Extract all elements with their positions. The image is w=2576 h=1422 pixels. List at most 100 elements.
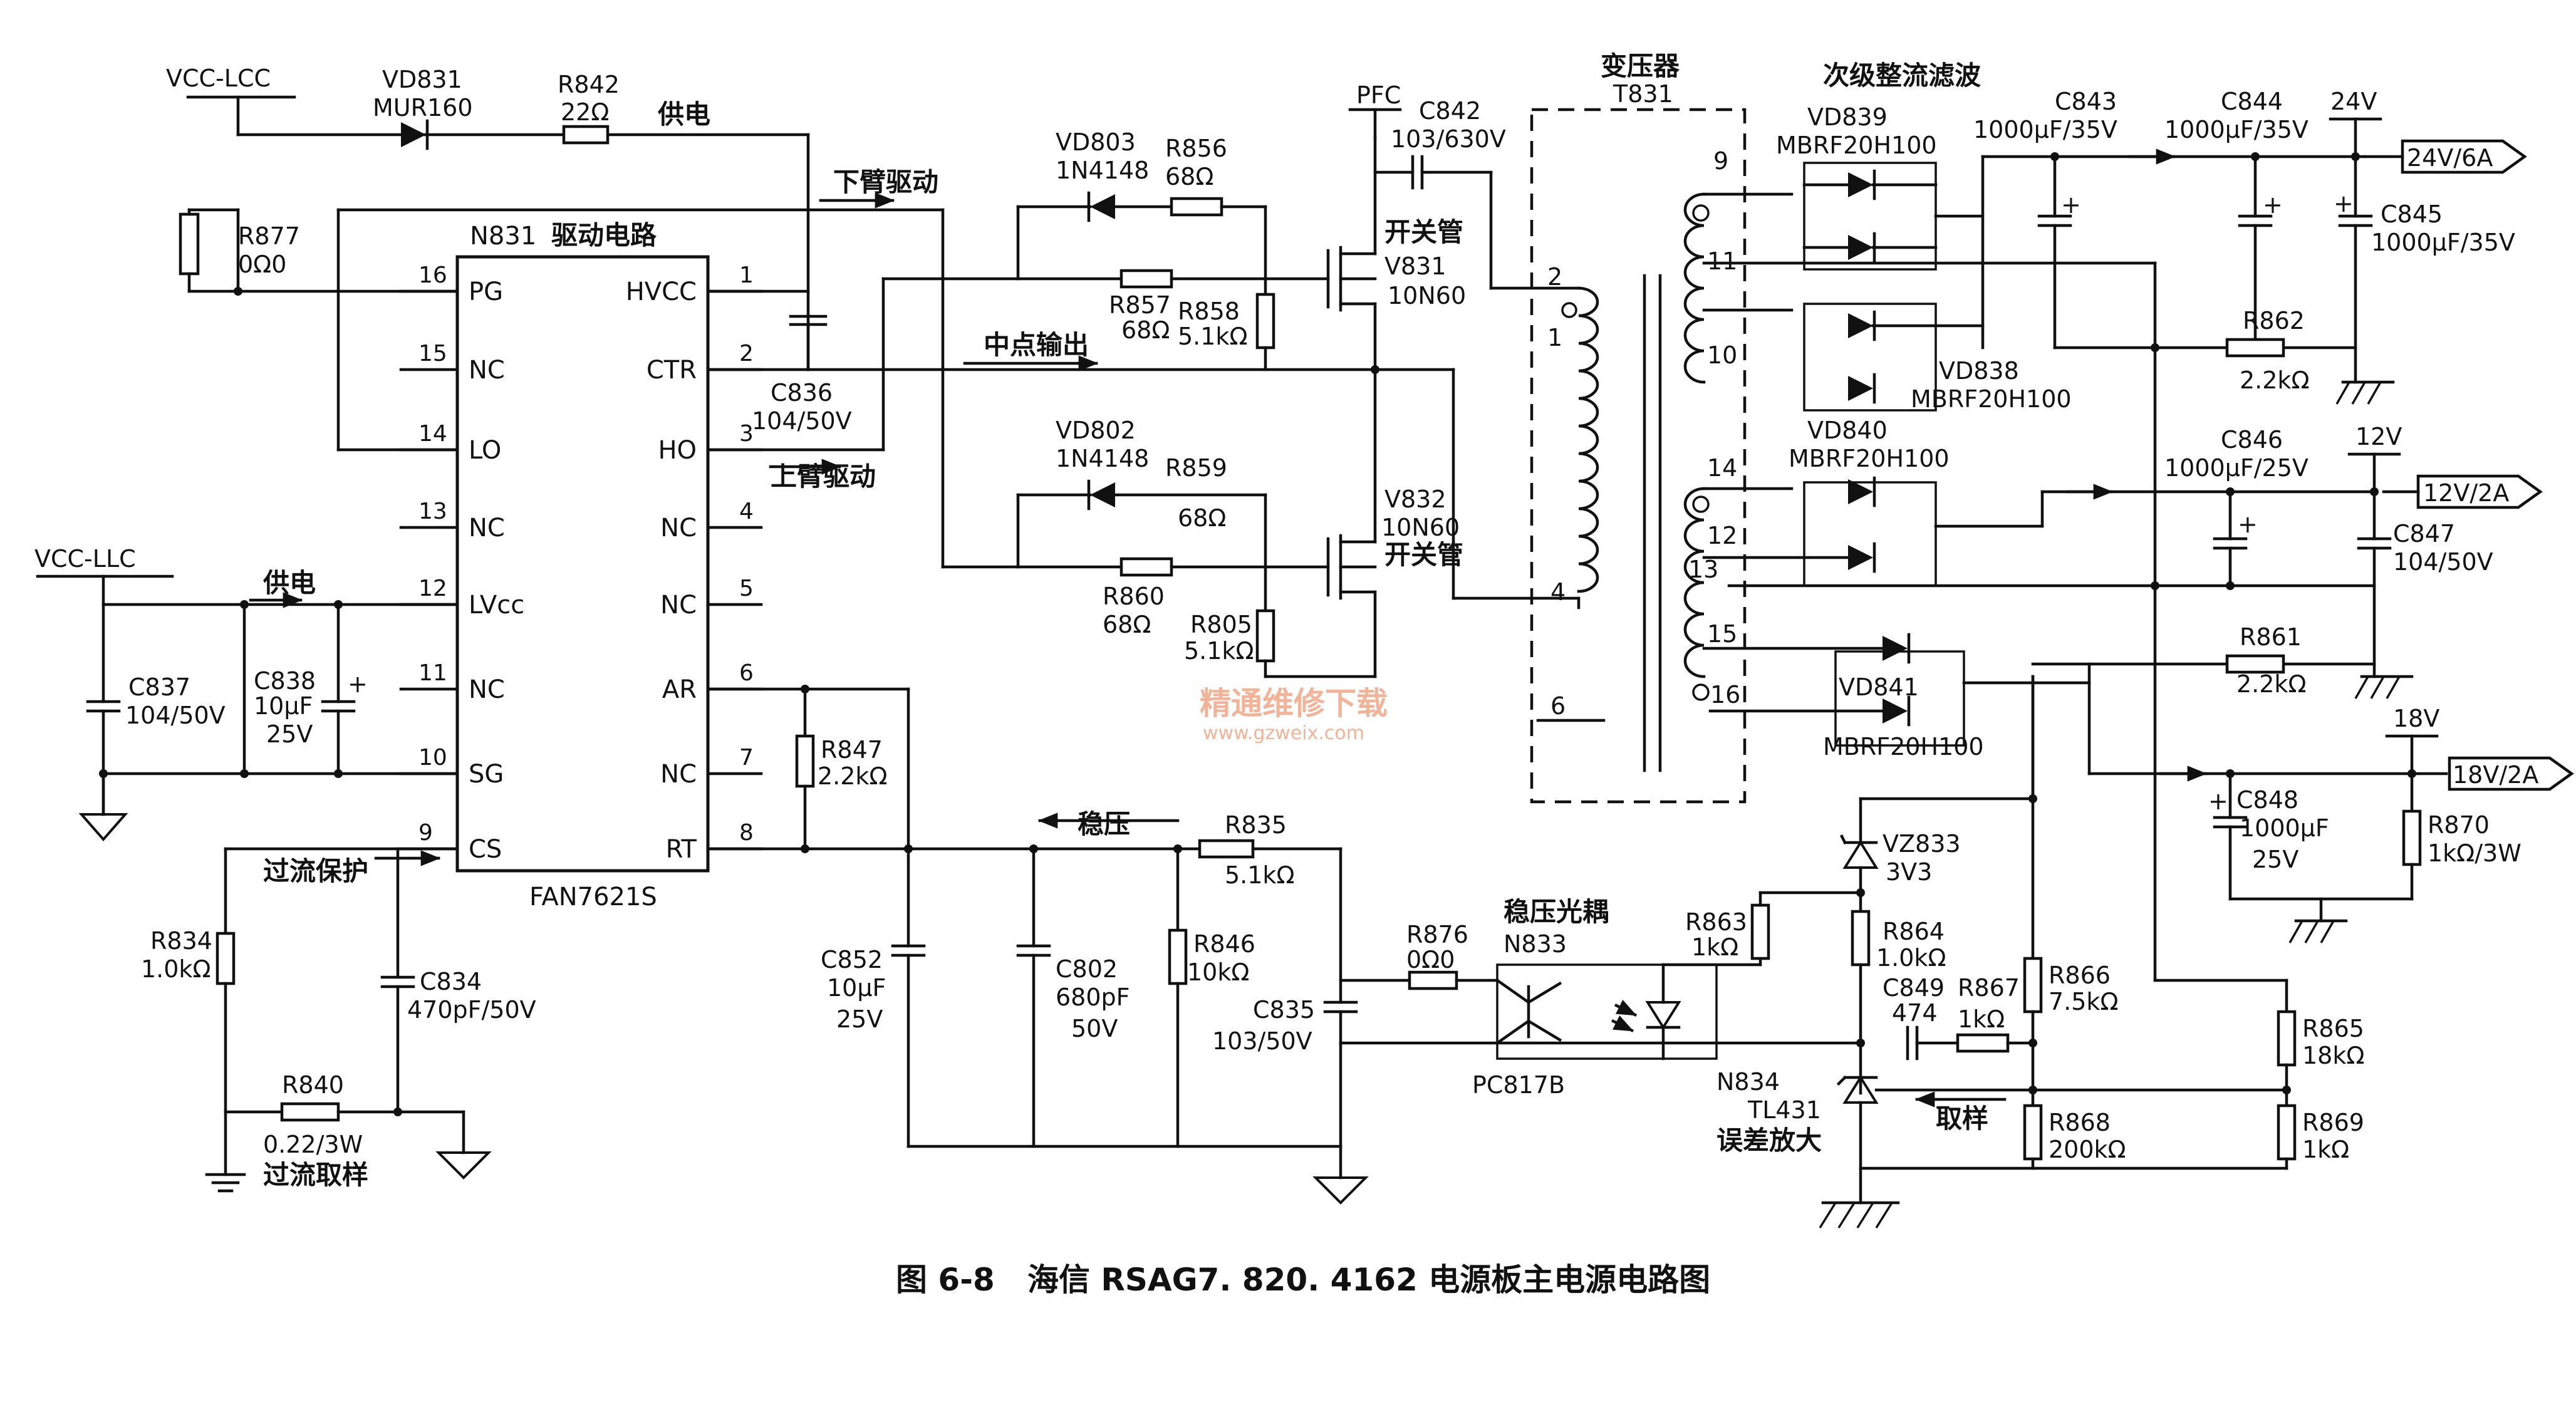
r834-ref: R834 — [150, 927, 212, 955]
opto-n833: R876 0Ω0 稳压光耦 N833 PC817B — [1406, 896, 1762, 1099]
v831-mosfet: 开关管 V831 10N60 — [1326, 136, 1466, 374]
ic-pin-name: CS — [469, 835, 502, 864]
ic-pin-num: 6 — [739, 660, 754, 686]
ic-pin-name: PG — [469, 278, 503, 306]
r842-ref: R842 — [558, 71, 620, 98]
c838-ref: C838 — [254, 667, 316, 695]
c846-ref: C846 — [2221, 426, 2283, 454]
vcc-llc-label: VCC-LLC — [34, 545, 136, 573]
ic-pin-num: 12 — [418, 576, 447, 601]
lower-gate-network: VD802 1N4148 R859 68Ω R860 68Ω R805 5.1k… — [1016, 417, 1377, 678]
c838-value2: 25V — [266, 720, 313, 748]
caption-title: 海信 RSAG7. 820. 4162 电源板主电源电路图 — [1027, 1262, 1710, 1298]
vz833-ref: VZ833 — [1883, 830, 1961, 858]
c834-value: 470pF/50V — [407, 996, 536, 1024]
lo-drive-line: 下臂驱动 — [336, 167, 1020, 569]
out12-rail-label: 12V — [2355, 423, 2402, 450]
r862-value: 2.2kΩ — [2240, 366, 2309, 394]
sampling-label: 取样 — [1936, 1103, 1988, 1134]
out12-tag: 12V/2A — [2423, 479, 2509, 507]
c848-value: 1000μF — [2240, 814, 2329, 842]
c837-ref: C837 — [128, 673, 190, 701]
r876-value: 0Ω0 — [1406, 946, 1455, 973]
ic-part: FAN7621S — [529, 883, 657, 911]
r865-ref: R865 — [2302, 1015, 2364, 1042]
c842-value: 103/630V — [1391, 125, 1506, 153]
ic-n831: N831 驱动电路 FAN7621S 16PG15NC14LO13NC12LVc… — [399, 220, 763, 911]
c842-ref: C842 — [1419, 97, 1481, 125]
r877-resistor: R877 0Ω0 — [179, 208, 459, 296]
ocp-label: 过流保护 — [263, 856, 368, 886]
pfc-c842: PFC C842 103/630V — [1348, 81, 1581, 290]
watermark: 精通维修下载 www.gzweix.com — [1200, 685, 1388, 744]
c843-ref: C843 — [2055, 88, 2117, 115]
ic-pin-name: AR — [662, 675, 697, 704]
lvcc-supply: VCC-LLC 供电 C837 104/50V C838 10μF 25V + — [34, 545, 459, 842]
c848-plus: + — [2208, 787, 2228, 815]
r876-ref: R876 — [1406, 921, 1468, 948]
transformer-pin: 15 — [1707, 620, 1737, 648]
vd841-value: MBRF20H100 — [1823, 733, 1984, 760]
n833-value: PC817B — [1472, 1071, 1565, 1099]
ic-pin-name: LVcc — [469, 591, 524, 620]
r868-value: 200kΩ — [2049, 1136, 2126, 1163]
r805-value: 5.1kΩ — [1184, 637, 1254, 665]
vd839-value: MBRF20H100 — [1776, 132, 1937, 159]
ctr-midpoint-line: 中点输出 — [706, 330, 1581, 600]
transformer-pin: 4 — [1550, 578, 1566, 606]
vd841-ref: VD841 — [1839, 673, 1919, 701]
c845-ref: C845 — [2381, 200, 2443, 228]
vd803-value: 1N4148 — [1056, 157, 1149, 184]
t831-ref: T831 — [1613, 80, 1673, 108]
ic-pin-num: 3 — [739, 421, 754, 447]
vd839-ref: VD839 — [1807, 103, 1888, 131]
upper-gate-network: VD803 1N4148 R856 68Ω R857 68Ω R858 5.1k… — [1016, 128, 1330, 371]
c836-value: 104/50V — [752, 407, 852, 435]
c846-value: 1000μF/25V — [2164, 454, 2309, 482]
ic-pin-name: NC — [660, 760, 697, 789]
transformer-pin: 11 — [1707, 247, 1737, 275]
r861-value: 2.2kΩ — [2236, 670, 2306, 698]
ic-pin-num: 1 — [739, 262, 754, 288]
v831-role: 开关管 — [1384, 217, 1463, 247]
r835-value: 5.1kΩ — [1225, 861, 1294, 889]
ic-pin-num: 2 — [739, 341, 754, 366]
v831-value: 10N60 — [1388, 282, 1466, 309]
ic-pin-num: 15 — [418, 341, 447, 366]
err-amp-label: 误差放大 — [1716, 1125, 1822, 1156]
low-drive-label: 下臂驱动 — [833, 167, 938, 197]
ic-pin-num: 16 — [418, 262, 447, 288]
n834-ref: N834 — [1716, 1068, 1780, 1096]
c852-value: 10μF — [827, 974, 886, 1002]
pfc-label: PFC — [1356, 81, 1401, 109]
transformer-pin: 14 — [1707, 454, 1737, 482]
r840-ref: R840 — [282, 1071, 344, 1099]
ic-pin-name: NC — [660, 591, 697, 620]
ic-pin-num: 8 — [739, 820, 754, 846]
ic-pin-num: 4 — [739, 499, 754, 524]
c802-ref: C802 — [1056, 955, 1118, 983]
ic-pin-name: RT — [666, 835, 697, 864]
vd840-ref: VD840 — [1807, 417, 1888, 444]
r859-value: 68Ω — [1178, 504, 1226, 532]
r867-value: 1kΩ — [1958, 1005, 2005, 1033]
c849-value: 474 — [1892, 999, 1938, 1027]
transformer-pin: 2 — [1547, 263, 1562, 291]
feedback-chain: R863 1kΩ VZ833 3V3 R864 1.0kΩ N834 TL431… — [1685, 797, 2035, 1228]
r805-ref: R805 — [1190, 611, 1252, 638]
r857-ref: R857 — [1109, 291, 1171, 319]
r868-ref: R868 — [2049, 1109, 2111, 1136]
divider-r865-r869: R865 18kΩ R869 1kΩ — [2031, 978, 2364, 1170]
r857-value: 68Ω — [1121, 316, 1170, 344]
ic-pin-num: 7 — [739, 745, 754, 771]
c844-ref: C844 — [2221, 88, 2283, 115]
vd802-value: 1N4148 — [1056, 445, 1149, 472]
r840-value: 0.22/3W — [263, 1131, 363, 1158]
hvcc-line — [706, 289, 828, 371]
ic-pin-name: NC — [660, 514, 697, 542]
r856-ref: R856 — [1165, 135, 1227, 162]
vd802-ref: VD802 — [1056, 417, 1136, 444]
r864-value: 1.0kΩ — [1876, 944, 1946, 972]
